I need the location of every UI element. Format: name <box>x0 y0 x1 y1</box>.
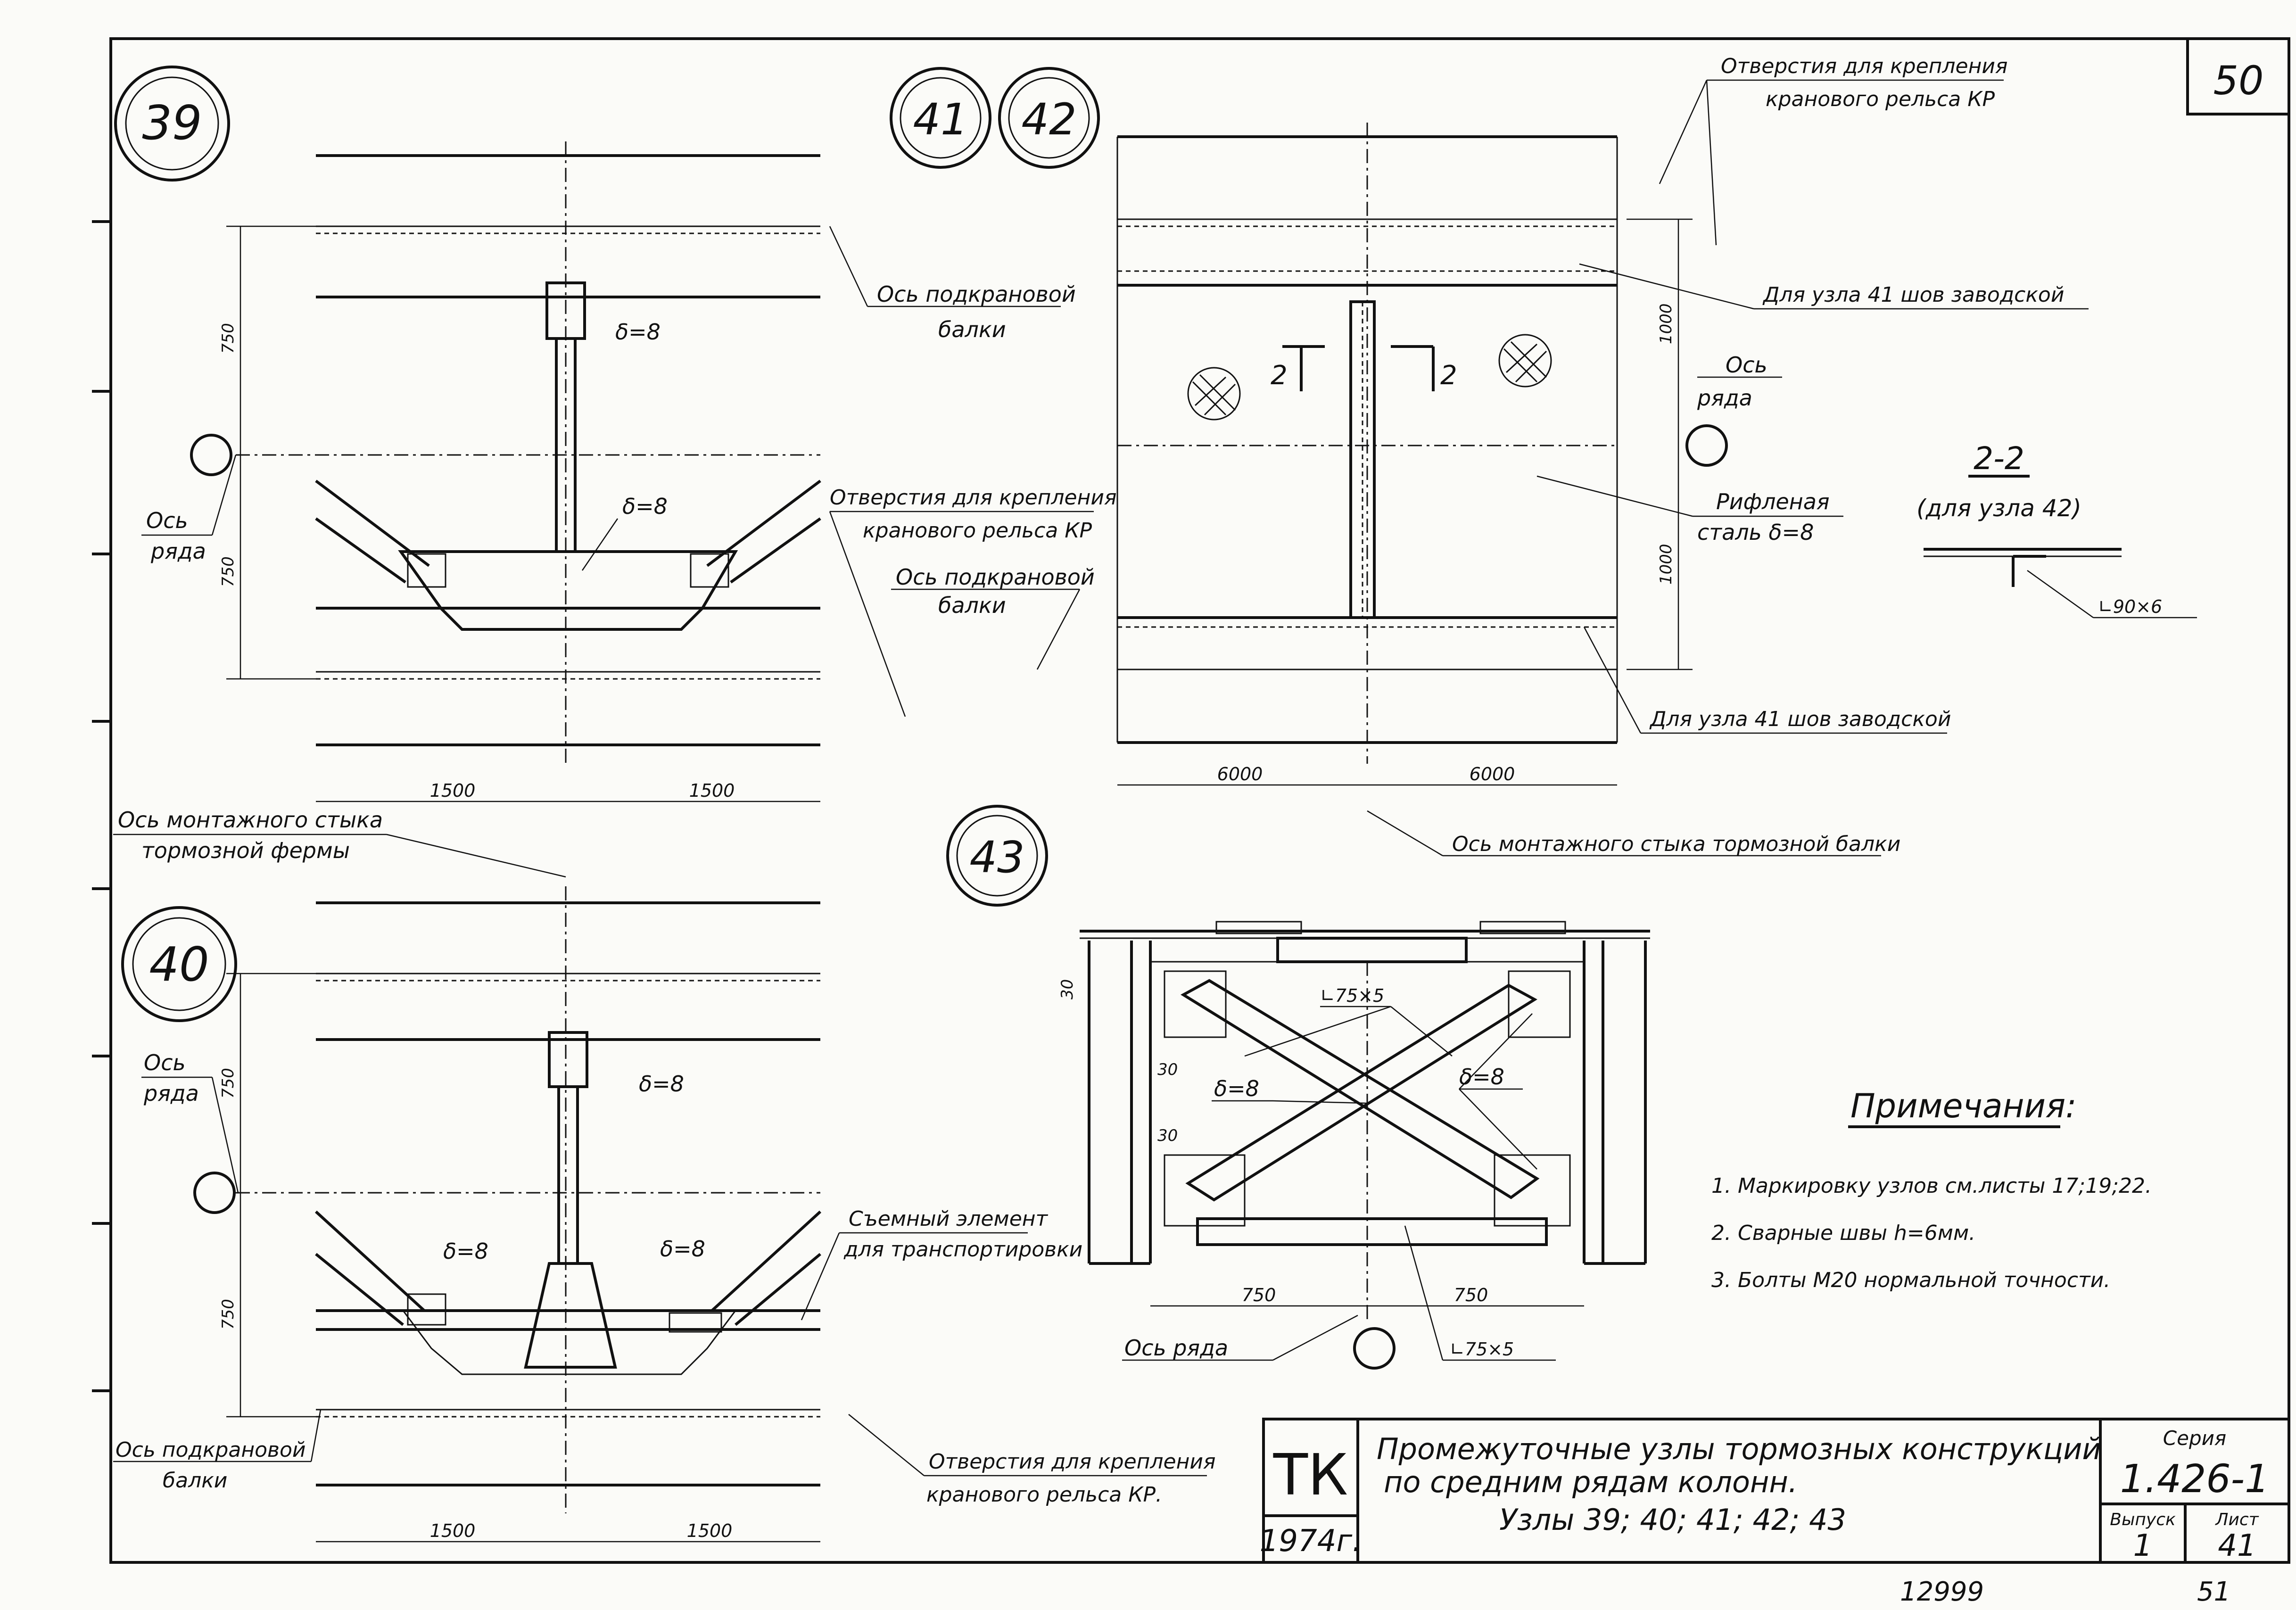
archive-number: 12999 <box>1900 1577 1984 1607</box>
node-40: 40 Ось монтажного стыка тормозной фермы … <box>113 807 1215 1543</box>
sheet-number-box <box>2186 37 2290 116</box>
node-41-row-axis-1: Ось <box>1726 352 1767 378</box>
series-label: Серия <box>2163 1427 2226 1450</box>
node-39-dim-750b: 750 <box>219 556 238 587</box>
node-40-row-axis-1: Ось <box>144 1050 186 1075</box>
issue-value: 1 <box>2133 1528 2153 1563</box>
node-43-dim-30b: 30 <box>1157 1060 1178 1079</box>
node-43-delta-left: δ=8 <box>1214 1076 1259 1101</box>
node-40-removable-1: Съемный элемент <box>849 1207 1049 1231</box>
node-40-dim-750a: 750 <box>219 1068 238 1098</box>
node-43-angle-bottom: ∟75×5 <box>1450 1339 1514 1360</box>
node-39-row-axis-2: ряда <box>150 538 206 564</box>
node-40-dim-1500b: 1500 <box>687 1520 733 1541</box>
node-39-dim-750a: 750 <box>219 323 238 354</box>
node-39-row-axis-1: Ось <box>146 508 188 533</box>
hatch-right <box>1503 341 1547 383</box>
sheet-label: Лист <box>2214 1510 2259 1529</box>
node-43-row-axis: Ось ряда <box>1124 1335 1228 1361</box>
node-41-factory-weld-bottom: Для узла 41 шов заводской <box>1649 707 1951 731</box>
node-41-dim-6000b: 6000 <box>1470 764 1515 784</box>
hatch-left <box>1192 374 1236 416</box>
node-39-beam-axis-2: балки <box>938 317 1006 342</box>
node-39-beam-axis-b2: балки <box>938 593 1006 618</box>
node-41-rail-holes-2: кранового рельса КР <box>1766 87 1995 111</box>
title-line-2: по средним рядам колонн. <box>1384 1465 1798 1499</box>
title-org: ТК <box>1273 1443 1348 1508</box>
node-40-delta-left: δ=8 <box>443 1238 488 1264</box>
node-41-dim-1000a: 1000 <box>1657 303 1676 344</box>
cut-2-right: 2 <box>1440 360 1457 391</box>
node-40-joint-axis-2: тормозной фермы <box>141 838 350 863</box>
node-40-joint-axis-1: Ось монтажного стыка <box>118 807 383 833</box>
node-43-dim-30a: 30 <box>1058 979 1077 999</box>
title-line-1: Промежуточные узлы тормозных конструкций <box>1377 1432 2101 1466</box>
node-39-beam-axis-1: Ось подкрановой <box>877 281 1076 307</box>
node-43-dim-30c: 30 <box>1157 1126 1178 1145</box>
node-41-checkered-2: сталь δ=8 <box>1697 520 1814 545</box>
sheet-frame <box>109 37 2290 1564</box>
sheet-number: 50 <box>2213 58 2264 104</box>
issue-label: Выпуск <box>2110 1510 2176 1529</box>
node-40-delta-right: δ=8 <box>660 1236 705 1262</box>
node-39-rail-holes-2: кранового рельса КР <box>863 519 1092 543</box>
node-43-angle-top: ∟75×5 <box>1320 985 1384 1006</box>
notes: Примечания: 1. Маркировку узлов см.листы… <box>1711 1087 2152 1292</box>
node-41-label: 41 <box>913 94 968 145</box>
section-22-note: (для узла 42) <box>1916 495 2081 522</box>
title-line-3: Узлы 39; 40; 41; 42; 43 <box>1499 1503 1846 1537</box>
node-40-beam-axis-1: Ось подкрановой <box>116 1438 306 1462</box>
node-41-checkered-1: Рифленая <box>1716 489 1830 514</box>
node-41-rail-holes-1: Отверстия для крепления <box>1721 54 2007 78</box>
section-22-title: 2-2 <box>1974 440 2024 477</box>
node-43-delta-right: δ=8 <box>1459 1064 1504 1090</box>
node-40-rail-holes-2: кранового рельса КР. <box>926 1483 1162 1507</box>
note-item-3: 3. Болты М20 нормальной точности. <box>1711 1268 2110 1292</box>
cut-2-left: 2 <box>1271 360 1288 391</box>
node-43-label: 43 <box>969 832 1024 883</box>
node-40-rail-holes-1: Отверстия для крепления <box>929 1450 1215 1474</box>
node-43-dim-750b: 750 <box>1454 1285 1488 1305</box>
node-40-label: 40 <box>149 937 209 992</box>
node-41-dim-1000b: 1000 <box>1657 544 1676 585</box>
node-39-beam-axis-b1: Ось подкрановой <box>896 564 1095 590</box>
node-39-rail-holes-1: Отверстия для крепления <box>830 486 1116 510</box>
node-43: 43 30 30 30 ∟75×5 δ=8 δ=8 <box>946 805 1650 1370</box>
node-39-dim-1500b: 1500 <box>689 780 735 801</box>
left-edge-marks <box>92 220 111 1392</box>
erection-joint-beam: Ось монтажного стыка тормозной балки <box>1452 832 1900 856</box>
node-39-delta-top: δ=8 <box>615 319 661 345</box>
node-43-dim-750a: 750 <box>1242 1285 1276 1305</box>
node-41-factory-weld-top: Для узла 41 шов заводской <box>1762 283 2064 307</box>
node-39: 39 δ=8 δ=8 750 750 1500 1500 Ось <box>114 66 1116 802</box>
node-39-label: 39 <box>142 95 202 150</box>
node-39-delta-plate: δ=8 <box>622 494 668 519</box>
node-41-42: 41 42 2 2 <box>890 54 2197 857</box>
note-item-1: 1. Маркировку узлов см.листы 17;19;22. <box>1711 1174 2152 1198</box>
node-39-dim-1500a: 1500 <box>430 780 476 801</box>
notes-heading: Примечания: <box>1850 1087 2077 1125</box>
node-40-row-axis-2: ряда <box>143 1081 199 1106</box>
node-40-dim-1500a: 1500 <box>430 1520 476 1541</box>
node-41-dim-6000a: 6000 <box>1217 764 1263 784</box>
title-year: 1974г. <box>1260 1524 1362 1559</box>
section-22-angle: ∟90×6 <box>2098 596 2162 617</box>
note-item-2: 2. Сварные швы h=6мм. <box>1711 1221 1975 1245</box>
series-value: 1.426-1 <box>2120 1457 2270 1502</box>
sheet-value: 41 <box>2218 1528 2256 1563</box>
node-40-removable-2: для транспортировки <box>843 1238 1082 1262</box>
title-block: ТК 1974г. Промежуточные узлы тормозных к… <box>1260 1418 2290 1564</box>
node-41-row-axis-2: ряда <box>1697 385 1752 411</box>
node-40-delta-top: δ=8 <box>639 1071 684 1097</box>
node-42-label: 42 <box>1021 94 1076 145</box>
page-number: 51 <box>2197 1577 2230 1607</box>
node-40-dim-750b: 750 <box>219 1299 238 1329</box>
node-40-beam-axis-2: балки <box>163 1469 227 1493</box>
